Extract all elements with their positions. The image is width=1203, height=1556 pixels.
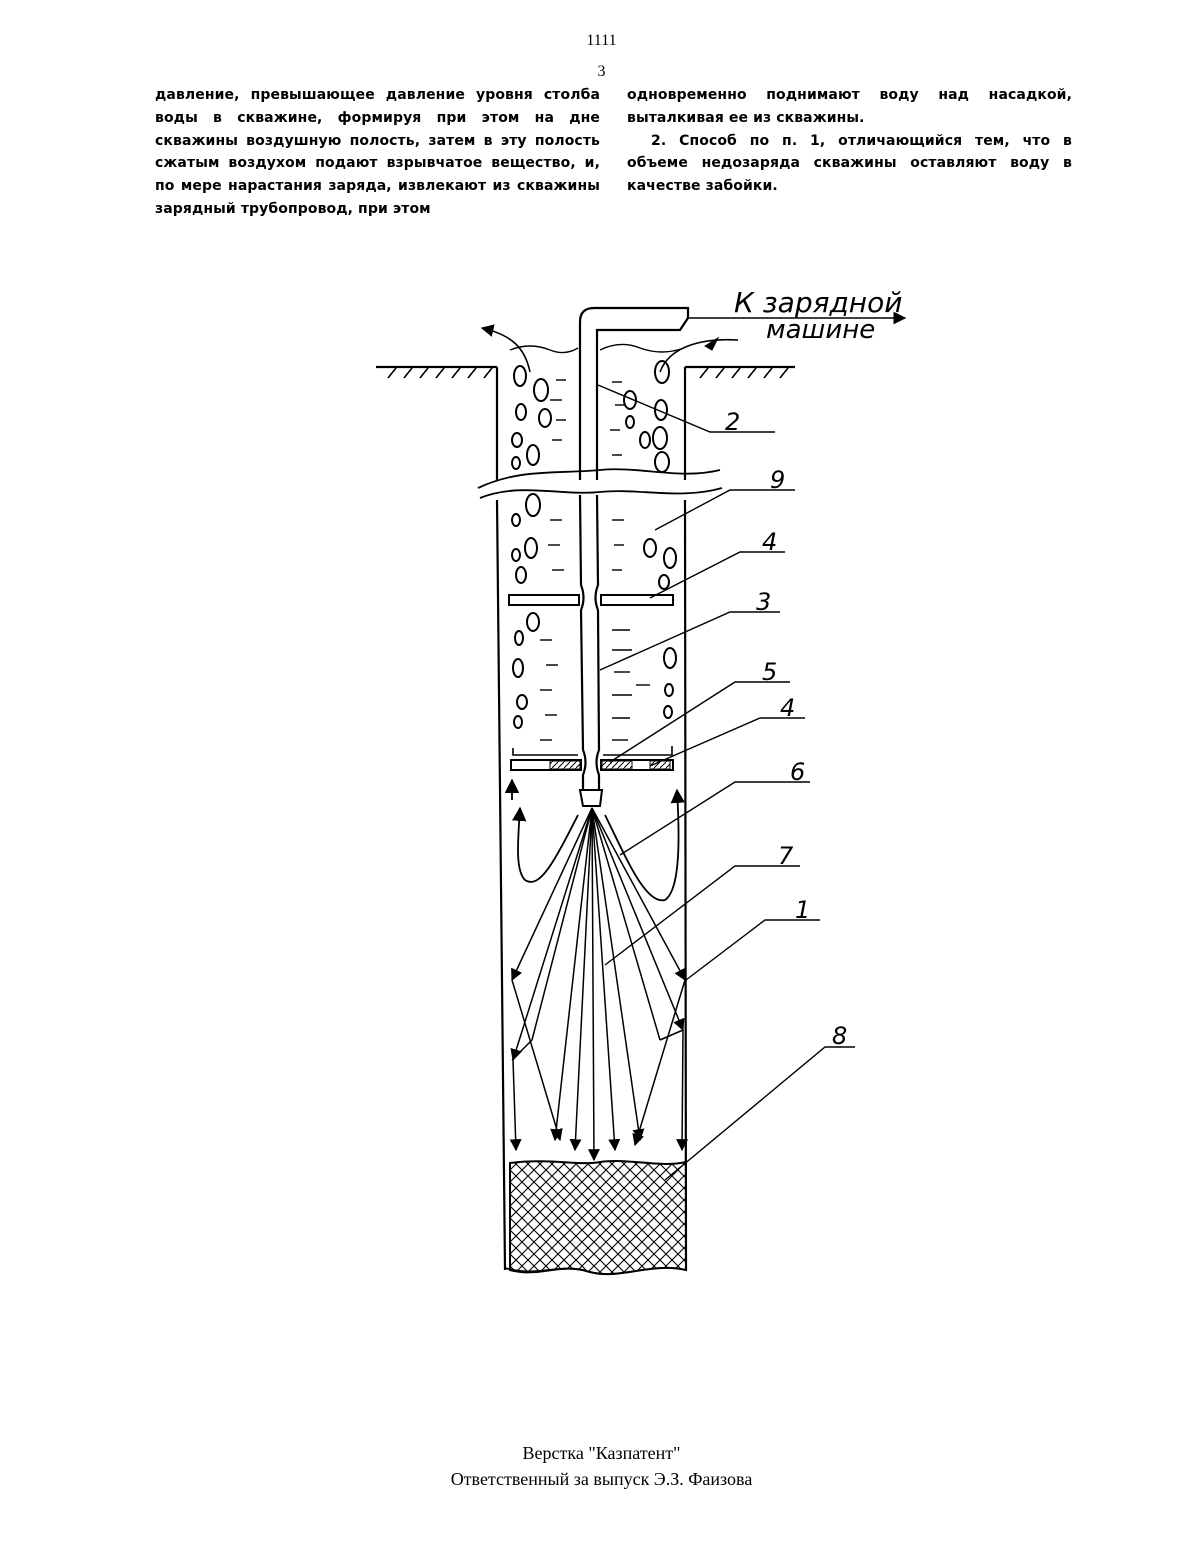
footer-line-2: Ответственный за выпуск Э.З. Фаизова	[0, 1466, 1203, 1492]
pipe-section-right	[598, 610, 599, 750]
seal-right	[602, 761, 632, 769]
seal-left	[550, 761, 580, 769]
document-number: 1111	[0, 32, 1203, 50]
left-paragraph: давление, превышающее давление уровня ст…	[155, 84, 600, 221]
right-paragraph-1: одновременно поднимают воду над насадкой…	[627, 84, 1072, 130]
label-5: 5	[762, 658, 777, 686]
pipe-joint-right-1	[596, 585, 599, 610]
explosive-charge	[510, 1161, 686, 1274]
label-3: 3	[756, 588, 771, 616]
borehole-drawing: 2 9 4 3 5 4 6 7 1 8 К зарядной машине	[360, 280, 920, 1280]
leader-lines	[598, 385, 855, 1180]
charging-pipe-inner	[597, 318, 688, 480]
pipe-joint-left-1	[581, 585, 584, 610]
pipe-section-left	[581, 610, 583, 750]
spray-jets	[512, 808, 685, 1160]
aerated-water	[512, 361, 676, 728]
caption-line-2: машине	[766, 315, 875, 345]
pipe-lower-right	[597, 495, 598, 585]
packer-upper-right	[601, 595, 673, 605]
pipe-joint-left-2	[583, 750, 586, 790]
label-4-lower: 4	[780, 694, 795, 722]
label-7: 7	[778, 842, 794, 870]
claim-2-paragraph: 2. Способ по п. 1, отличающийся тем, что…	[627, 130, 1072, 198]
borehole-wall-right	[685, 500, 686, 1270]
support-right	[603, 746, 672, 755]
label-6: 6	[790, 758, 805, 786]
label-9: 9	[770, 466, 785, 494]
ground-hatching	[388, 368, 788, 378]
water-surface-right	[600, 344, 684, 352]
water-outflow-arrow-left	[482, 328, 530, 372]
water-dashes	[540, 380, 650, 740]
break-line-upper	[478, 469, 720, 488]
label-2: 2	[725, 408, 740, 436]
support-left	[513, 748, 578, 755]
pipe-lower-left	[580, 495, 581, 585]
air-circulation	[512, 780, 679, 900]
break-line-lower	[480, 488, 722, 498]
nozzle	[580, 790, 602, 806]
footer-line-1: Верстка "Казпатент"	[0, 1440, 1203, 1466]
label-8: 8	[832, 1022, 847, 1050]
pipe-joint-right-2	[597, 750, 600, 790]
label-1: 1	[795, 896, 810, 924]
borehole-wall-left	[497, 500, 505, 1270]
label-4-upper: 4	[762, 528, 777, 556]
right-text-column: одновременно поднимают воду над насадкой…	[627, 84, 1072, 198]
borehole-diagram: 2 9 4 3 5 4 6 7 1 8 К зарядной машине	[360, 280, 920, 1280]
page-number: 3	[0, 63, 1203, 81]
left-text-column: давление, превышающее давление уровня ст…	[155, 84, 600, 221]
packer-upper-left	[509, 595, 579, 605]
footer: Верстка "Казпатент" Ответственный за вып…	[0, 1440, 1203, 1492]
